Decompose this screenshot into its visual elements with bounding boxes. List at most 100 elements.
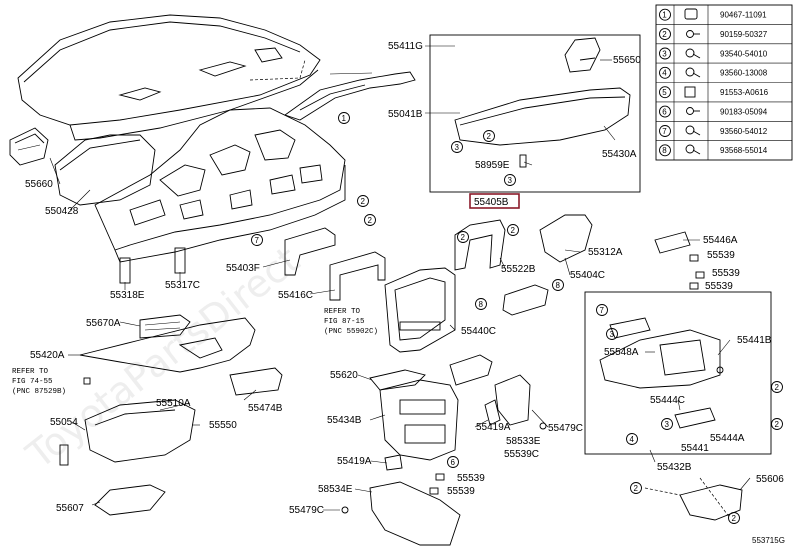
label-550428: 550428 xyxy=(45,206,79,217)
label-55434B: 55434B xyxy=(327,415,362,426)
legend-part-1: 90467-11091 xyxy=(720,11,767,20)
svg-text:8: 8 xyxy=(556,281,561,290)
label-55650: 55650 xyxy=(613,55,641,66)
dashboard-main-frame xyxy=(94,107,346,263)
svg-text:4: 4 xyxy=(630,435,635,444)
label-55510A: 55510A xyxy=(156,398,191,409)
label-55411G: 55411G xyxy=(388,41,423,52)
label-55548A: 55548A xyxy=(604,347,639,358)
clip-55419A xyxy=(484,399,501,426)
panel-55606 xyxy=(679,484,743,521)
pocket-55522B xyxy=(502,284,549,316)
svg-text:7: 7 xyxy=(255,236,260,245)
label-55430A: 55430A xyxy=(602,149,637,160)
label-55446A: 55446A xyxy=(703,235,738,246)
callout-circles: 1 2 2 7 2 2 2 3 3 8 8 7 2 2 4 6 2 2 3 3 xyxy=(251,112,783,524)
part-labels: 55411G 55650 55041B 58959E 55430A 55660 … xyxy=(12,41,785,545)
highlight-box-55405B xyxy=(469,193,520,209)
refer-note-1-line3: (PNC 55902C) xyxy=(324,328,378,336)
inset-box-top xyxy=(429,34,641,193)
pocket-55440C xyxy=(449,354,493,386)
svg-text:7: 7 xyxy=(600,306,605,315)
legend-num-4: 4 xyxy=(662,69,667,78)
inset-top-parts xyxy=(454,37,631,168)
label-55539-2: 55539 xyxy=(712,268,740,279)
label-55312A: 55312A xyxy=(588,247,623,258)
label-55479C: 55479C xyxy=(548,423,583,434)
label-55550: 55550 xyxy=(209,420,237,431)
legend-part-7: 93560-54012 xyxy=(720,127,768,136)
legend-part-2: 90159-50327 xyxy=(720,30,768,39)
svg-text:6: 6 xyxy=(451,458,456,467)
center-bezel xyxy=(384,267,456,353)
label-55660: 55660 xyxy=(25,179,53,190)
label-58533E: 58533E xyxy=(506,436,541,447)
refer-note-2-line1: REFER TO xyxy=(12,368,49,376)
leader-lines xyxy=(49,45,751,519)
label-55041B: 55041B xyxy=(388,109,423,120)
label-55420A: 55420A xyxy=(30,350,65,361)
legend-part-3: 93540-54010 xyxy=(720,49,768,58)
bracket-55416C xyxy=(329,251,386,301)
svg-text:2: 2 xyxy=(732,514,737,523)
clip-55419A-b xyxy=(384,454,403,471)
refer-note-2-line3: (PNC 87529B) xyxy=(12,388,66,396)
label-55539-3: 55539 xyxy=(705,281,733,292)
svg-text:3: 3 xyxy=(665,420,670,429)
svg-text:2: 2 xyxy=(634,484,639,493)
label-58959E: 58959E xyxy=(475,160,510,171)
label-55419A: 55419A xyxy=(476,422,511,433)
svg-text:1: 1 xyxy=(342,114,347,123)
bracket-55403F xyxy=(284,227,336,276)
legend-num-2: 2 xyxy=(662,30,667,39)
inset-bottom-parts xyxy=(599,317,721,429)
label-55444C: 55444C xyxy=(650,395,685,406)
label-55474B: 55474B xyxy=(248,403,283,414)
cover-58534E xyxy=(369,481,461,546)
label-55318E: 55318E xyxy=(110,290,145,301)
svg-text:3: 3 xyxy=(610,330,615,339)
legend-part-4: 93560-13008 xyxy=(720,69,768,78)
legend-num-8: 8 xyxy=(662,146,667,155)
label-55054: 55054 xyxy=(50,417,78,428)
side-58533E xyxy=(494,374,531,426)
glovebox xyxy=(84,399,196,463)
svg-text:3: 3 xyxy=(455,143,460,152)
refer-note-2-line2: FIG 74-55 xyxy=(12,378,53,386)
svg-text:2: 2 xyxy=(511,226,516,235)
label-55539-4: 55539 xyxy=(457,473,485,484)
label-55539-1: 55539 xyxy=(707,250,735,261)
figure-id: 553715G xyxy=(752,536,785,545)
defroster-nozzle xyxy=(284,71,416,121)
label-55403F: 55403F xyxy=(226,263,260,274)
svg-text:2: 2 xyxy=(487,132,492,141)
dashboard-upper-pad xyxy=(17,14,321,141)
legend-num-6: 6 xyxy=(662,107,667,116)
side-panel-left xyxy=(54,134,156,206)
label-55606: 55606 xyxy=(756,474,784,485)
damper-55054 xyxy=(59,444,69,466)
panel-55420A xyxy=(79,317,256,373)
refer-note-1-line2: FIG 87-15 xyxy=(324,318,365,326)
bracket-55405B xyxy=(454,219,506,271)
label-55444A: 55444A xyxy=(710,433,745,444)
legend-num-7: 7 xyxy=(662,127,667,136)
label-55405B: 55405B xyxy=(474,197,509,208)
legend-num-5: 5 xyxy=(662,88,667,97)
label-55620: 55620 xyxy=(330,370,358,381)
svg-text:2: 2 xyxy=(361,197,366,206)
label-55440C: 55440C xyxy=(461,326,496,337)
inset-box-bottom xyxy=(584,291,772,455)
panel-55404C xyxy=(539,214,593,263)
panel-55474B xyxy=(229,367,283,396)
svg-text:2: 2 xyxy=(368,216,373,225)
label-55404C: 55404C xyxy=(570,270,605,281)
label-55416C: 55416C xyxy=(278,290,313,301)
svg-text:2: 2 xyxy=(775,420,780,429)
label-55539-5: 55539 xyxy=(447,486,475,497)
legend-part-6: 90183-05094 xyxy=(720,107,768,116)
label-55539C: 55539C xyxy=(504,449,539,460)
label-55607: 55607 xyxy=(56,503,84,514)
legend-part-8: 93568-55014 xyxy=(720,146,768,155)
